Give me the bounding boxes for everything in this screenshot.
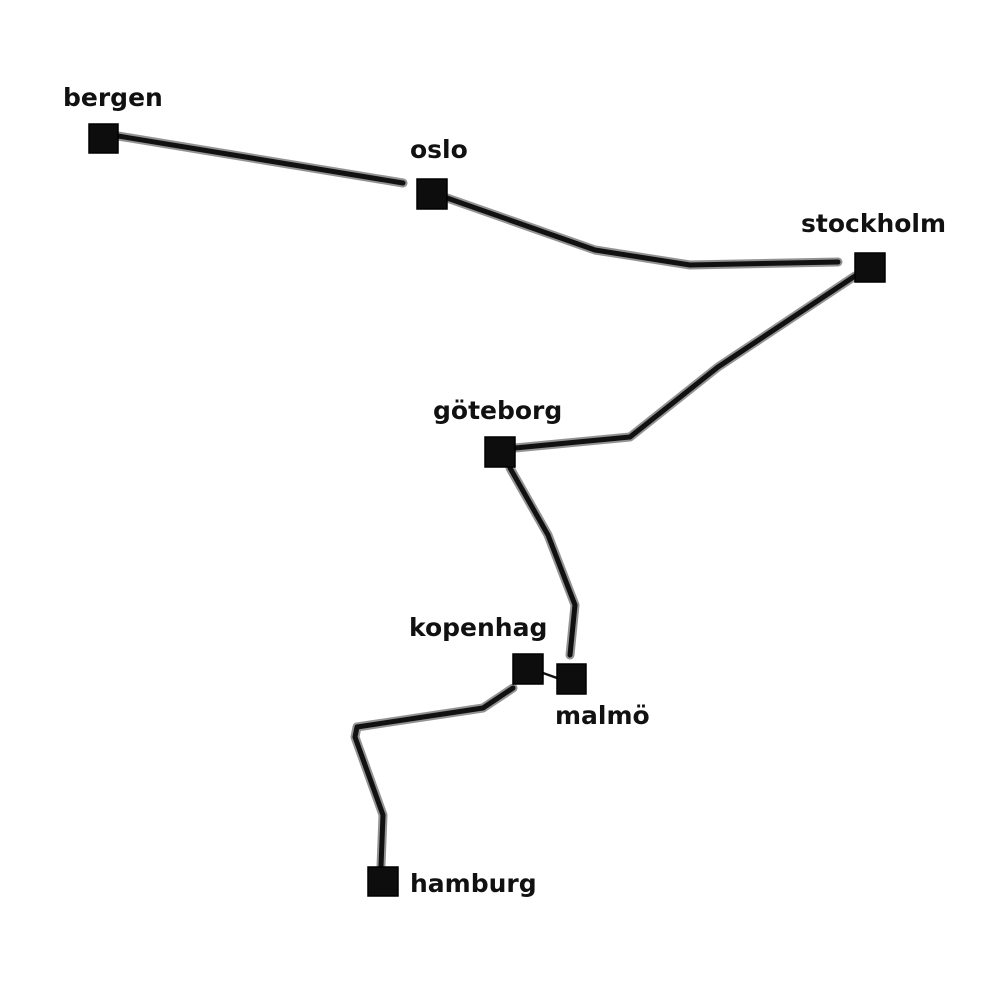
connection-lines xyxy=(113,131,860,871)
connection-stockholm-goteborg xyxy=(512,273,858,451)
label-kopenhag: kopenhag xyxy=(409,613,547,642)
connection-kopenhag-malmo xyxy=(541,671,559,680)
city-labels: bergen oslo stockholm göteborg kopenhag … xyxy=(63,83,946,898)
station-malmo xyxy=(556,663,587,695)
label-malmo: malmö xyxy=(555,701,650,730)
station-stockholm xyxy=(854,252,886,283)
station-bergen xyxy=(88,123,119,154)
station-kopenhag xyxy=(512,653,544,685)
connection-bergen-oslo xyxy=(115,133,406,186)
label-bergen: bergen xyxy=(63,83,163,112)
connection-oslo-stockholm xyxy=(444,195,841,268)
station-hamburg xyxy=(367,866,399,897)
connection-lines-core xyxy=(115,133,858,869)
label-stockholm: stockholm xyxy=(801,209,946,238)
stations xyxy=(88,123,886,897)
connection-kopenhag-hamburg xyxy=(352,685,516,869)
label-goteborg: göteborg xyxy=(433,396,562,425)
connection-goteborg-malmo xyxy=(507,465,578,658)
label-oslo: oslo xyxy=(410,135,468,164)
label-hamburg: hamburg xyxy=(410,869,537,898)
station-goteborg xyxy=(484,436,516,468)
station-oslo xyxy=(416,178,448,210)
